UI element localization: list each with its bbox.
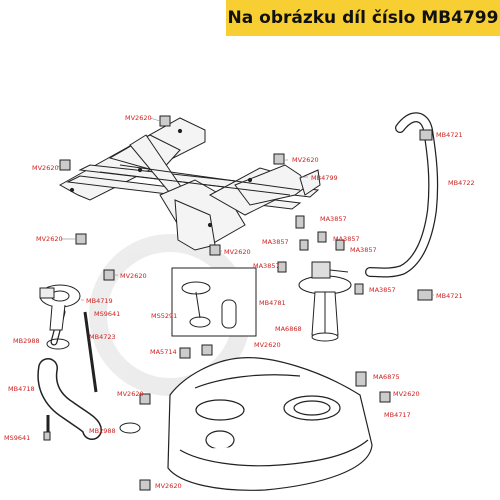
part-label: MA3857	[333, 235, 360, 243]
fuel-level-sender-inset	[171, 267, 257, 337]
part-label: MB4799	[311, 174, 338, 182]
part-label: MB4722	[448, 179, 475, 187]
frame-crossmember	[58, 117, 321, 251]
part-label: MS9641	[94, 310, 120, 318]
part-label: MV2620	[254, 341, 281, 349]
part-label: MB4781	[259, 299, 286, 307]
part-label: MA3857	[320, 215, 347, 223]
part-label: MV2620	[393, 390, 420, 398]
part-label: MV2620	[117, 390, 144, 398]
part-label: MV2620	[155, 482, 182, 490]
part-label: MV2620	[36, 235, 63, 243]
part-label: MS9641	[4, 434, 30, 442]
part-label: MA3857	[262, 238, 289, 246]
part-label: MA3857	[350, 246, 377, 254]
part-label: MB4717	[384, 411, 411, 419]
filler-neck	[39, 284, 81, 331]
part-label: MB4719	[86, 297, 113, 305]
part-label: MV2620	[120, 272, 147, 280]
part-label: MA3857	[253, 262, 280, 270]
part-label: MA6868	[275, 325, 302, 333]
part-label: MA5714	[150, 348, 177, 356]
part-label: MV2620	[125, 114, 152, 122]
page-title: Na obrázku díl číslo MB4799	[227, 8, 499, 28]
part-label: MA6875	[373, 373, 400, 381]
part-label: MA3857	[369, 286, 396, 294]
part-label: MB4723	[89, 333, 116, 341]
leader-lines	[57, 117, 434, 301]
part-label: MV2620	[292, 156, 319, 164]
fuel-hose-right	[365, 112, 439, 278]
header-banner: Na obrázku díl číslo MB4799	[226, 0, 500, 36]
bolt-icon-group	[43, 115, 433, 491]
part-label: MB2988	[89, 427, 116, 435]
part-label: MB4718	[8, 385, 35, 393]
part-number-labels: MV2620 MV2620 MV2620 MB4799 MV2620 MV262…	[4, 114, 475, 490]
hose-clamp	[46, 338, 141, 434]
part-label: MB4721	[436, 131, 463, 139]
part-label: MV2620	[224, 248, 251, 256]
part-label: MS5291	[151, 312, 177, 320]
part-label: MB2988	[13, 337, 40, 345]
part-label: MB4721	[436, 292, 463, 300]
fuel-pump-unit	[298, 261, 352, 342]
part-label: MV2620	[32, 164, 59, 172]
fuel-tank	[167, 357, 373, 491]
